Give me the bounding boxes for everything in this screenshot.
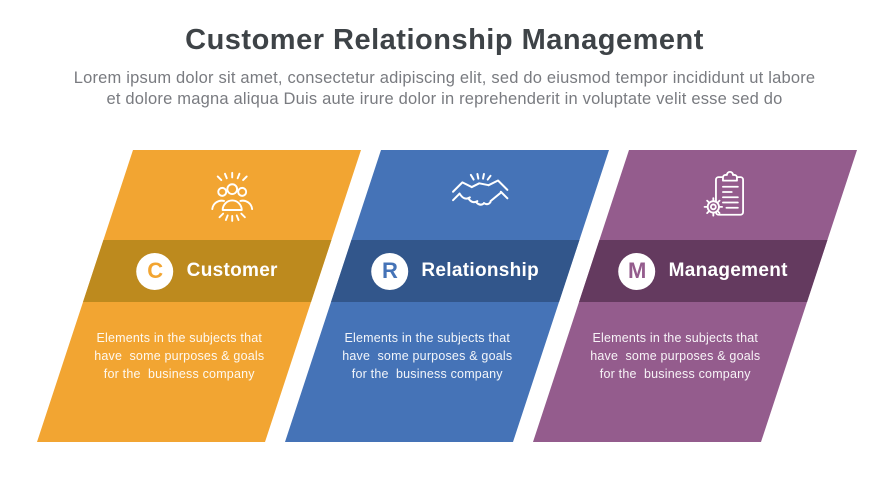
page-subtitle: Lorem ipsum dolor sit amet, consectetur … [73,69,816,109]
card-band: R Relationship [331,240,580,302]
letter-badge: M [618,252,656,290]
letter-badge: R [371,252,409,290]
clipboard-gear-icon [703,170,744,217]
card-band: C Customer [83,240,332,302]
handshake-icon [452,172,509,206]
card-relationship: R Relationship Elements in the subjects … [284,150,609,442]
card-description: Elements in the subjects that have some … [94,331,265,381]
letter-badge: C [136,252,174,290]
card-customer: C Customer Elements in the subjects that… [36,150,361,442]
card-description: Elements in the subjects that have some … [342,331,513,381]
card-title: Relationship [421,260,540,281]
card-management: M Management Elements in the subjects th… [532,150,857,442]
page-title: Customer Relationship Management [185,24,704,56]
people-group-icon [211,171,254,222]
card-icon-area [118,150,346,240]
card-title: Management [668,260,788,281]
card-icon-area [614,150,842,240]
card-description: Elements in the subjects that have some … [590,331,761,381]
card-title: Customer [186,260,278,281]
card-band: M Management [579,240,828,302]
header: Customer Relationship Management Lorem i… [0,0,889,110]
card-icon-area [366,150,594,240]
